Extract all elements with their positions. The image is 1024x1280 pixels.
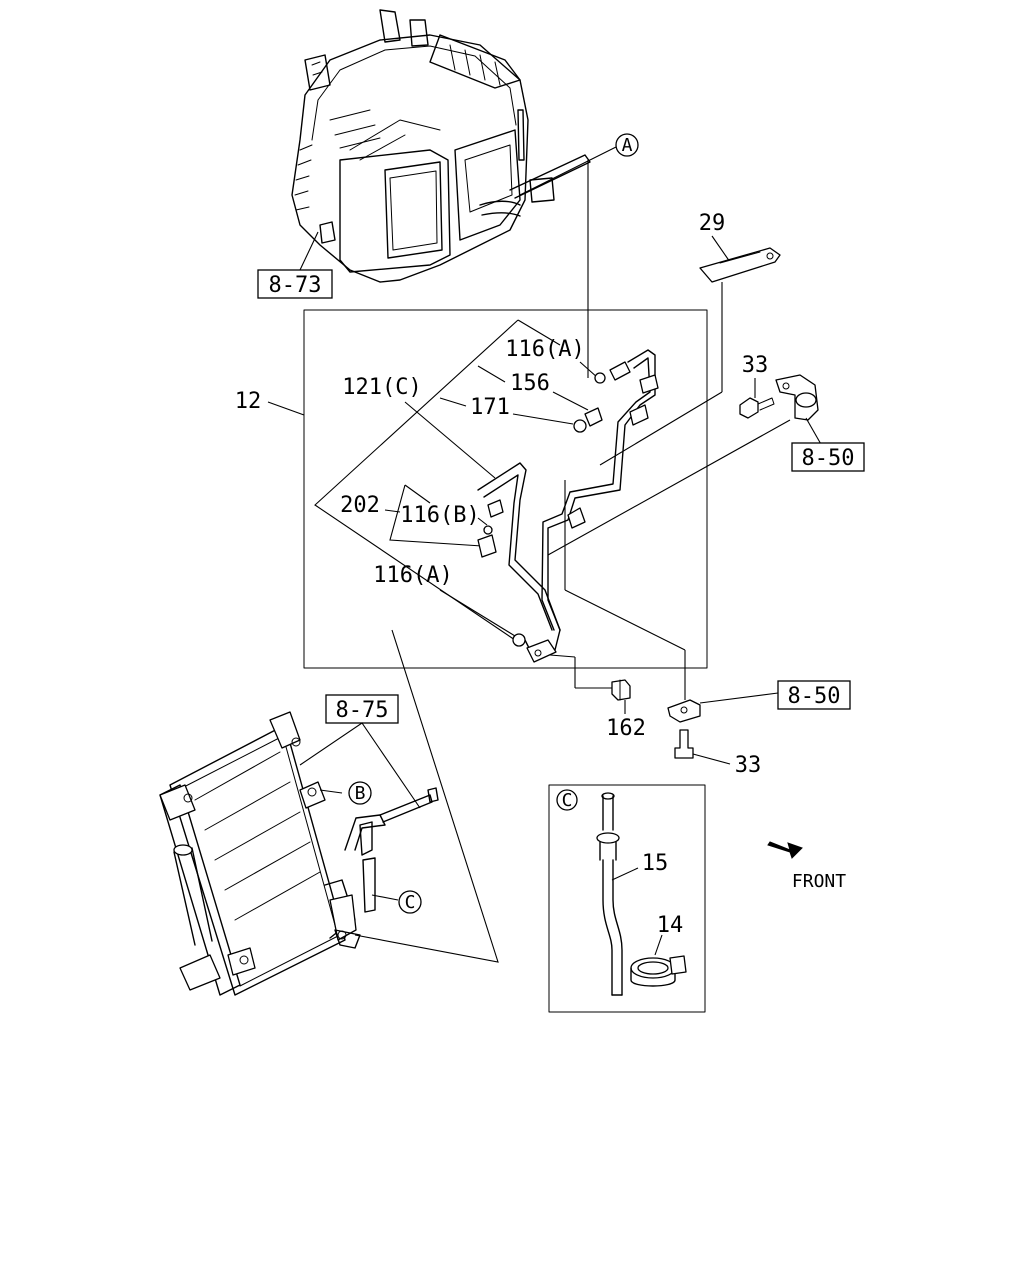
bolt-33-bottom	[674, 729, 694, 759]
callout-circle-c	[398, 890, 422, 914]
bolt-162	[611, 679, 631, 701]
clamp-8-50-bottom	[667, 699, 701, 723]
part-label-116a-top: 116(A)	[505, 337, 584, 362]
part-label-121c: 121(C)	[342, 375, 421, 400]
part-label-202: 202	[340, 493, 380, 518]
ref-box-8-50-bottom	[777, 680, 851, 710]
part-label-171: 171	[470, 395, 510, 420]
callout-circle-b	[348, 781, 372, 805]
part-label-15: 15	[642, 851, 669, 876]
part-label-29: 29	[699, 211, 726, 236]
part-label-116a-mid: 116(A)	[373, 563, 452, 588]
callout-circle-a	[615, 133, 639, 157]
bolt-33-top	[739, 397, 759, 419]
part-label-12: 12	[235, 389, 262, 414]
detail-c-frame	[548, 784, 706, 1013]
part-label-14: 14	[657, 913, 684, 938]
detail-c-callout-circle	[556, 789, 578, 811]
part-label-33-top: 33	[742, 353, 769, 378]
part-label-156: 156	[510, 371, 550, 396]
clamp-14-drawing	[630, 955, 687, 987]
assembly-12-frame	[303, 309, 708, 669]
front-label: FRONT	[792, 871, 846, 892]
part-label-33-bottom: 33	[735, 753, 762, 778]
ref-label-8-73: 8-73	[269, 273, 322, 298]
part-label-116b: 116(B)	[400, 503, 479, 528]
condenser-drawing	[159, 711, 439, 996]
callout-label-c: C	[405, 892, 416, 913]
bracket-29	[699, 247, 781, 283]
ref-label-8-75: 8-75	[336, 698, 389, 723]
part-label-162: 162	[606, 716, 646, 741]
callout-label-b: B	[355, 783, 366, 804]
ref-label-8-50-bottom: 8-50	[788, 684, 841, 709]
hvac-unit-drawing	[291, 9, 555, 283]
ref-box-8-50-top	[791, 442, 865, 472]
ref-label-8-50-top: 8-50	[802, 446, 855, 471]
pipe-15-drawing	[596, 792, 623, 996]
front-arrow-icon	[767, 841, 803, 859]
callout-label-a: A	[622, 135, 633, 156]
ref-box-8-75	[325, 694, 399, 724]
detail-c-callout-label: C	[562, 790, 573, 811]
fittings	[477, 361, 659, 663]
refrigerant-pipes	[477, 349, 791, 700]
ref-box-8-73	[257, 269, 333, 299]
